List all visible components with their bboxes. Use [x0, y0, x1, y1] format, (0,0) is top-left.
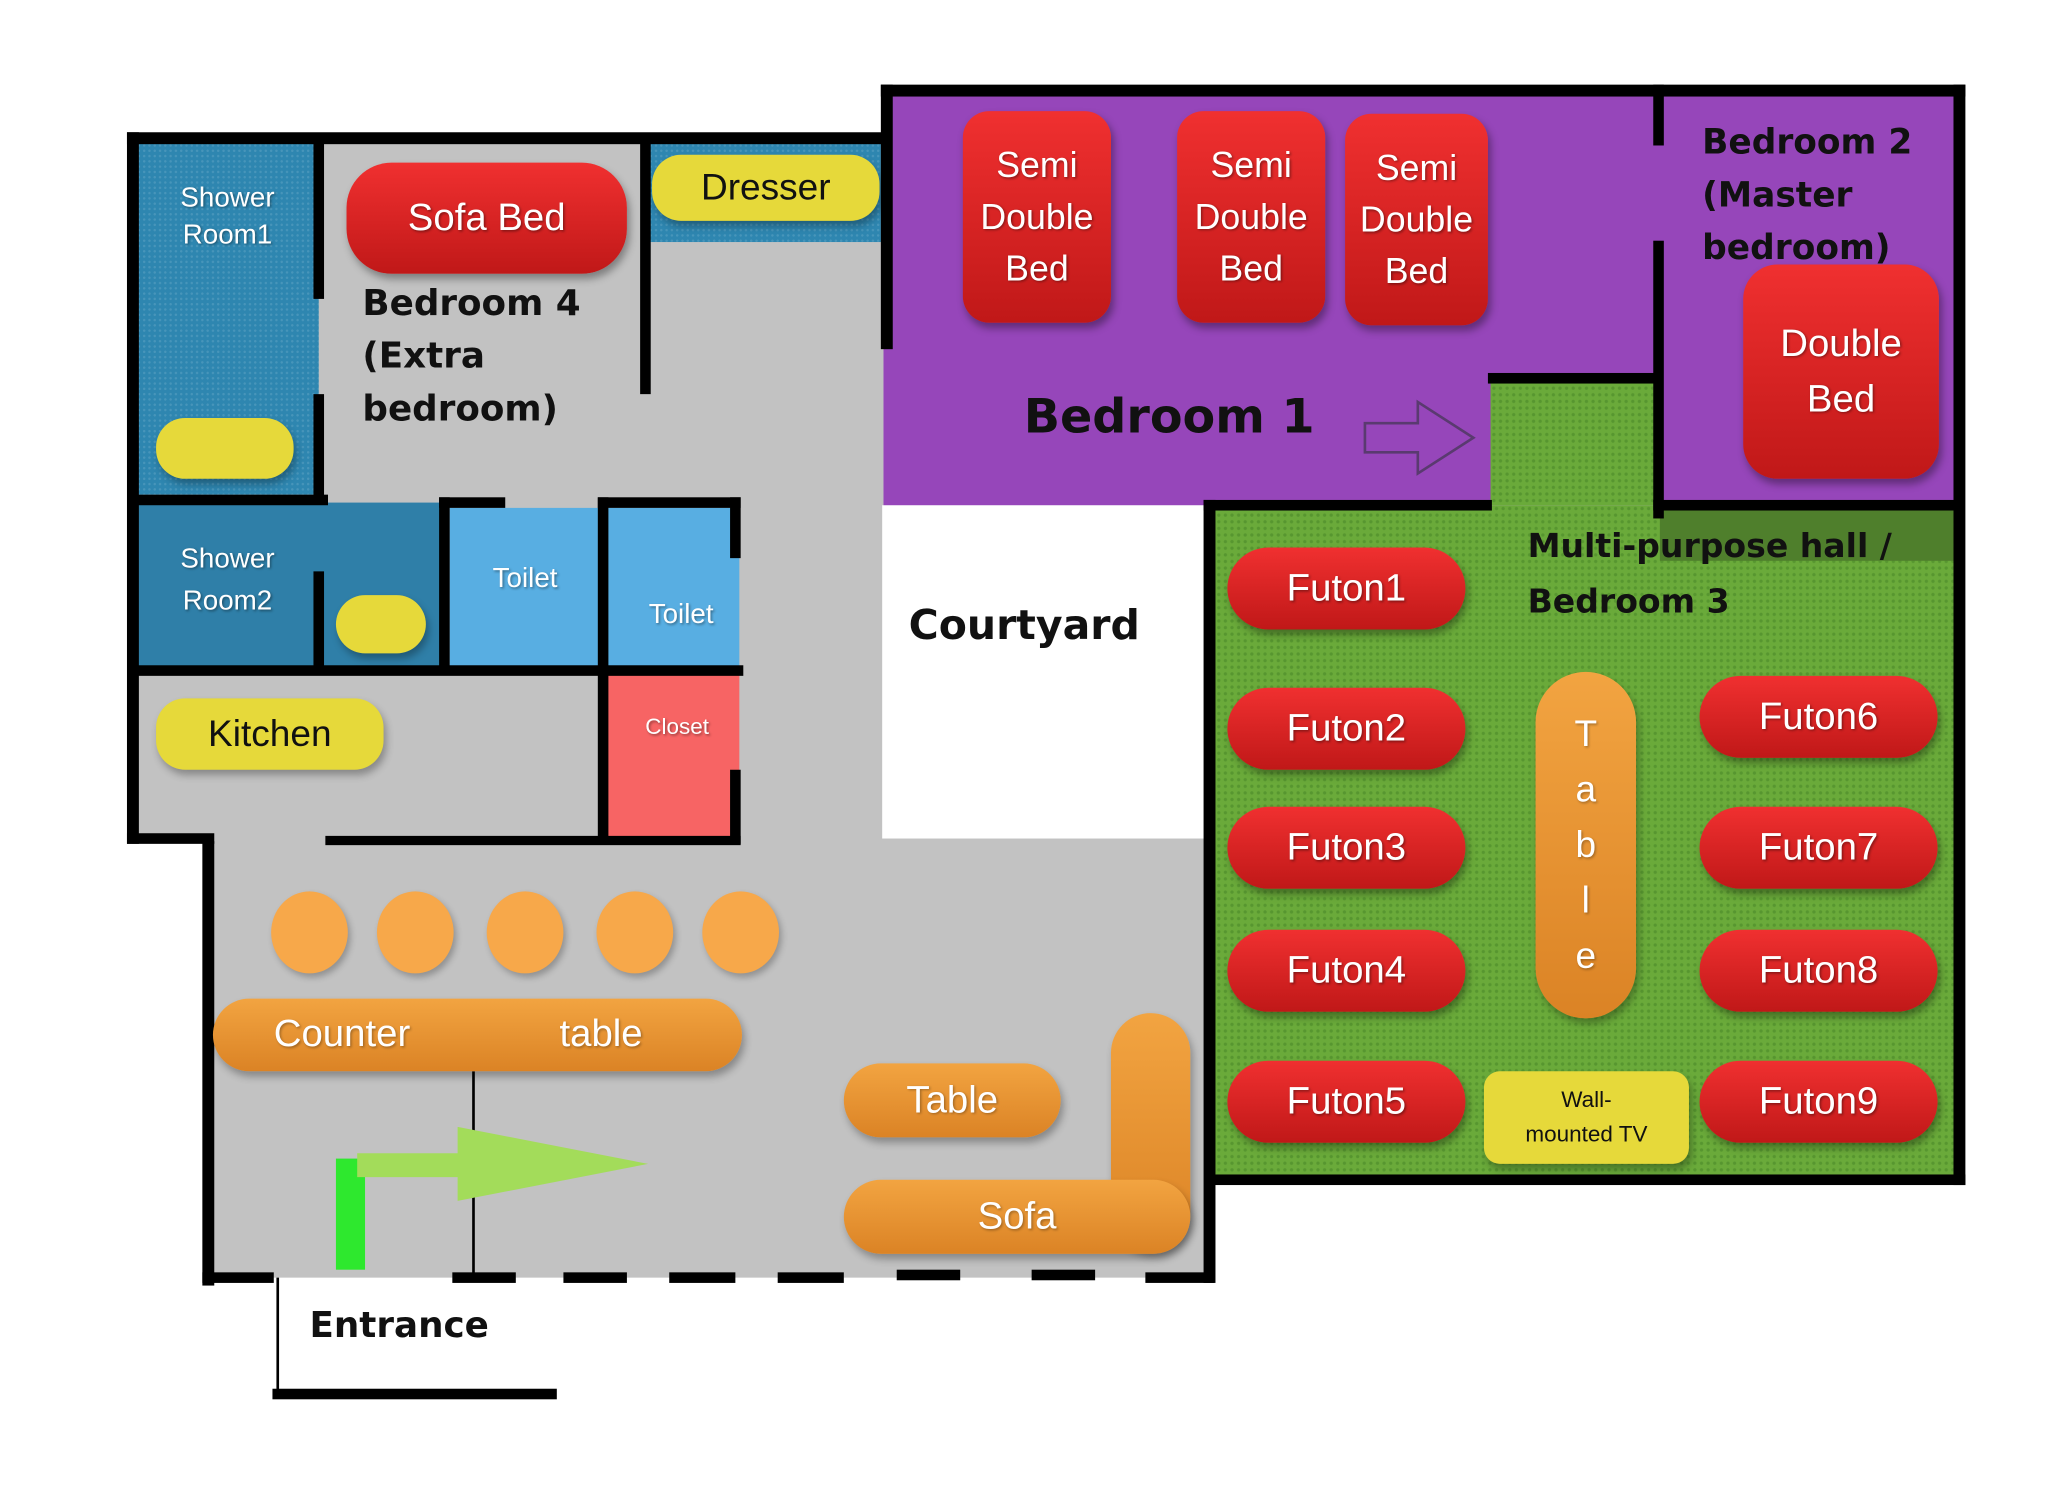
wall [439, 497, 450, 670]
stool [486, 891, 564, 974]
wall [132, 665, 744, 676]
stool [702, 891, 780, 974]
wall [452, 1272, 516, 1283]
courtyard-label: Courtyard [908, 601, 1140, 650]
toilet-1-area [449, 507, 604, 668]
futon-8: Futon8 [1699, 929, 1938, 1012]
wall [1203, 499, 1216, 1283]
wall [313, 571, 325, 670]
wall [439, 497, 506, 508]
shower-room-2-label: Shower Room2 [180, 543, 275, 617]
bedroom-4-label: Bedroom 4 (Extra bedroom) [362, 283, 581, 430]
futon-4: Futon4 [1227, 929, 1466, 1012]
counter-table: Counter table [212, 998, 742, 1072]
toilet-1-label: Toilet [492, 563, 558, 594]
entrance-line [276, 1277, 280, 1395]
wall [896, 1269, 961, 1281]
shower-1-fixture [156, 417, 294, 479]
wall [126, 132, 139, 844]
sofa-bed: Sofa Bed [346, 162, 627, 274]
wall [126, 132, 884, 145]
semi-double-bed-1: Semi Double Bed [962, 111, 1111, 323]
stool [376, 891, 454, 974]
wall [880, 84, 1966, 97]
stool [271, 891, 348, 974]
wall [597, 497, 741, 508]
wall [730, 497, 741, 559]
hall-header-strip [1659, 510, 1954, 561]
wall [313, 394, 325, 500]
wall [730, 769, 741, 844]
toilet-2-area [607, 507, 740, 668]
semi-double-bed-2: Semi Double Bed [1177, 111, 1326, 323]
wall-mounted-tv: Wall- mounted TV [1483, 1071, 1689, 1164]
wall [669, 1272, 736, 1283]
wall [563, 1272, 627, 1283]
wall [313, 142, 325, 299]
closet-label: Closet [645, 714, 710, 740]
kitchen-counter: Kitchen [156, 698, 384, 770]
entrance-line [272, 1388, 557, 1400]
wall [777, 1272, 844, 1283]
toilet-2-label: Toilet [648, 599, 714, 630]
futon-6: Futon6 [1699, 675, 1938, 758]
wall [1653, 84, 1664, 146]
entrance-label: Entrance [309, 1305, 489, 1347]
wall [325, 835, 741, 846]
counter-table-label: table [559, 1013, 643, 1056]
futon-1: Futon1 [1227, 547, 1466, 630]
futon-2: Futon2 [1227, 687, 1466, 770]
semi-double-bed-3: Semi Double Bed [1345, 113, 1488, 326]
shower-2-fixture [335, 595, 426, 654]
wall [1953, 84, 1966, 1186]
bedroom-1-label: Bedroom 1 [1023, 390, 1315, 445]
stool [596, 891, 674, 974]
bedroom-2-label: Bedroom 2 (Master bedroom) [1702, 123, 1913, 269]
table: Table [843, 1063, 1061, 1138]
sofa: Sofa [843, 1179, 1191, 1254]
wall [1145, 1272, 1215, 1283]
shower-room-1-label: Shower Room1 [180, 182, 275, 250]
wall [132, 494, 329, 506]
entrance-marker [335, 1158, 366, 1270]
arrow-outline-icon [1363, 399, 1476, 476]
wall [1487, 372, 1660, 384]
double-bed: Double Bed [1743, 264, 1939, 479]
courtyard-area [882, 505, 1207, 839]
wall [202, 1272, 274, 1283]
dresser: Dresser [652, 154, 880, 221]
futon-7: Futon7 [1699, 806, 1938, 889]
entrance-arrow-icon [357, 1126, 649, 1201]
futon-5: Futon5 [1227, 1060, 1466, 1143]
closet-area [607, 674, 740, 842]
wall [1203, 499, 1492, 511]
hallway-green [1490, 378, 1660, 506]
futon-9: Futon9 [1699, 1060, 1938, 1143]
wall [1031, 1269, 1096, 1281]
wall [1210, 1174, 1966, 1186]
wall [1653, 499, 1963, 511]
wall [880, 84, 893, 350]
hall-table: T a b l e [1535, 671, 1637, 1019]
futon-3: Futon3 [1227, 806, 1466, 889]
wall [126, 833, 215, 844]
counter-label: Counter [273, 1013, 411, 1056]
hall-label: Multi-purpose hall / Bedroom 3 [1527, 526, 1892, 621]
wall [640, 142, 651, 395]
wall [202, 841, 215, 1286]
